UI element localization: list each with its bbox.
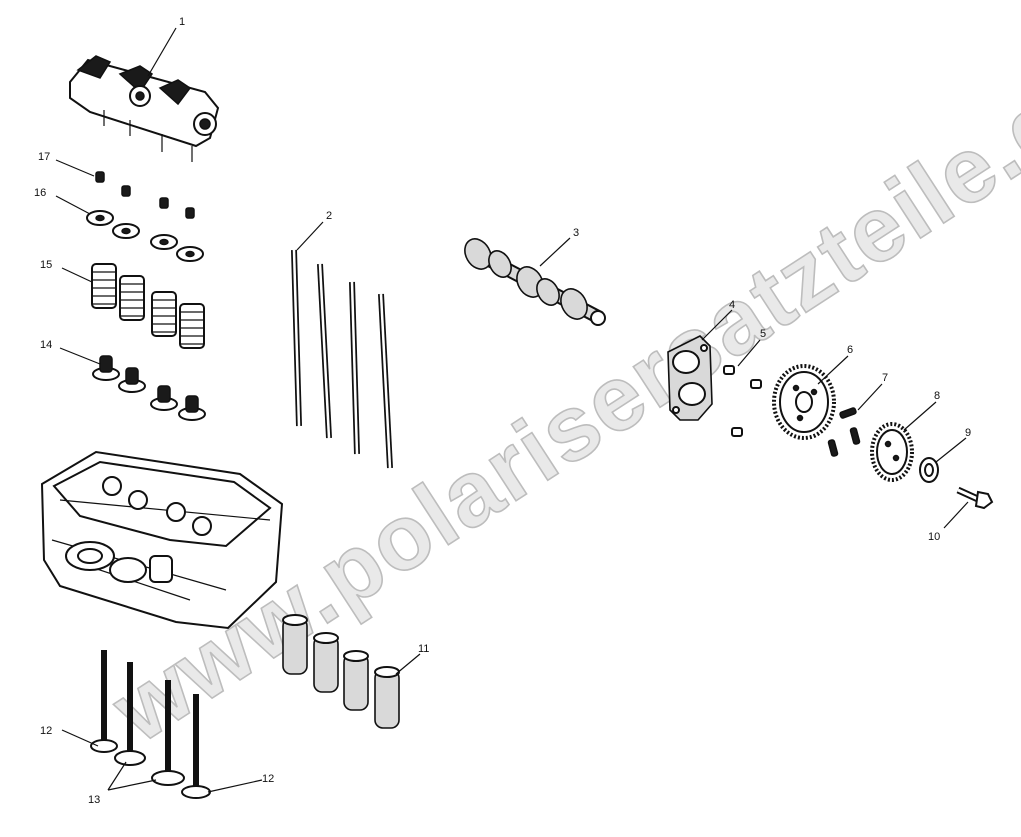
watermark-text: www.polarisersatzteile.de (95, 38, 1021, 762)
valve-stem-seals (92, 355, 206, 421)
valve-springs (91, 263, 205, 349)
spring-retainers (86, 210, 204, 262)
gear-pins (827, 407, 861, 457)
callout-15: 15 (40, 259, 52, 271)
callout-17: 17 (38, 151, 50, 163)
callout-6: 6 (847, 344, 853, 356)
callout-5: 5 (760, 328, 766, 340)
callout-8: 8 (934, 390, 940, 402)
valve-lifters (282, 614, 400, 729)
cam-gear (772, 364, 836, 440)
callout-3: 3 (573, 227, 579, 239)
plate-screws (723, 365, 762, 437)
cylinder-head (40, 450, 284, 630)
washer (919, 457, 939, 483)
cam-plate-gasket (667, 335, 713, 421)
callout-13: 13 (88, 794, 100, 806)
push-rods (291, 249, 393, 469)
callout-2: 2 (326, 210, 332, 222)
callout-14: 14 (40, 339, 52, 351)
callout-12-right: 12 (262, 773, 274, 785)
bolt (956, 486, 994, 510)
callout-1: 1 (179, 16, 185, 28)
valve-keepers (95, 171, 195, 219)
leader-lines (55, 27, 969, 793)
idler-gear (870, 422, 914, 482)
callout-9: 9 (965, 427, 971, 439)
valves (90, 650, 211, 799)
callout-11: 11 (418, 643, 429, 655)
callout-10: 10 (928, 531, 940, 543)
callout-4: 4 (729, 299, 735, 311)
camshaft (464, 238, 606, 326)
callout-7: 7 (882, 372, 888, 384)
callout-12-left: 12 (40, 725, 52, 737)
rocker-arm-assembly (69, 55, 220, 162)
callout-labels: 1 2 3 4 5 6 7 8 9 10 11 12 12 13 14 15 1… (34, 16, 971, 806)
callout-16: 16 (34, 187, 46, 199)
